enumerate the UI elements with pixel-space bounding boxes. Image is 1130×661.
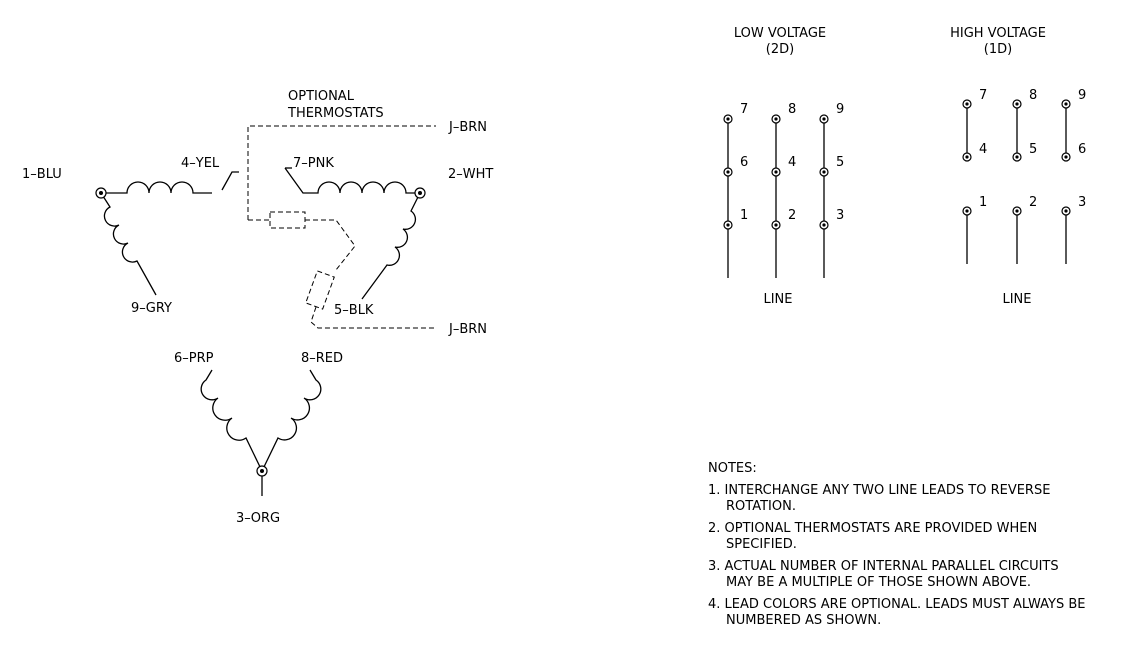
lv-terminal-label-6: 6	[740, 155, 748, 170]
lv-terminal-label-4: 4	[788, 155, 796, 170]
hv-terminal-label-9: 9	[1078, 88, 1086, 103]
note-1-line-2: ROTATION.	[726, 499, 796, 514]
note-3-line-2: MAY BE A MULTIPLE OF THOSE SHOWN ABOVE.	[726, 575, 1031, 590]
note-3-line-1: 3. ACTUAL NUMBER OF INTERNAL PARALLEL CI…	[708, 559, 1059, 574]
lead-label-9-gry: 9–GRY	[131, 301, 172, 316]
terminal-3	[256, 465, 268, 477]
lv-terminal-label-8: 8	[788, 102, 796, 117]
lv-terminal-label-2: 2	[788, 208, 796, 223]
lv-terminal-label-3: 3	[836, 208, 844, 223]
hv-terminal-label-3: 3	[1078, 195, 1086, 210]
lead-label-3-org: 3–ORG	[236, 511, 280, 526]
lead-label-7-pnk: 7–PNK	[293, 156, 334, 171]
note-2-line-1: 2. OPTIONAL THERMOSTATS ARE PROVIDED WHE…	[708, 521, 1037, 536]
lead-label-jbrn-bottom: J–BRN	[448, 322, 487, 337]
lead-label-1-blu: 1–BLU	[22, 167, 62, 182]
terminal-2	[414, 187, 426, 199]
terminal-1	[95, 187, 107, 199]
high-voltage-title: HIGH VOLTAGE	[950, 26, 1046, 41]
lead-label-2-wht: 2–WHT	[448, 167, 493, 182]
thermostats-label-line2: THERMOSTATS	[287, 106, 384, 121]
lv-terminals	[723, 114, 829, 230]
lead-label-jbrn-top: J–BRN	[448, 120, 487, 135]
notes: NOTES: 1. INTERCHANGE ANY TWO LINE LEADS…	[708, 461, 1085, 628]
coil-7-2	[284, 167, 420, 194]
lv-terminal-label-5: 5	[836, 155, 844, 170]
lead-label-8-red: 8–RED	[301, 351, 343, 366]
lead-label-4-yel: 4–YEL	[181, 156, 220, 171]
lead-label-6-prp: 6–PRP	[174, 351, 214, 366]
coil-2-5	[361, 192, 421, 300]
hv-terminal-label-5: 5	[1029, 142, 1037, 157]
lv-terminal-label-1: 1	[740, 208, 748, 223]
coil-8-3	[261, 369, 322, 472]
high-voltage-line-label: LINE	[1002, 292, 1031, 307]
thermostat-wire-bottom	[310, 306, 436, 329]
low-voltage-subtitle: (2D)	[766, 42, 794, 57]
thermostats-label-line1: OPTIONAL	[288, 89, 355, 104]
lv-terminal-label-7: 7	[740, 102, 748, 117]
coil-1-4	[101, 181, 212, 194]
hv-terminal-label-8: 8	[1029, 88, 1037, 103]
high-voltage-connection: HIGH VOLTAGE (1D) 7 8 9 4 5 6 1 2 3 LINE	[950, 26, 1086, 307]
hv-terminal-label-6: 6	[1078, 142, 1086, 157]
low-voltage-title: LOW VOLTAGE	[734, 26, 826, 41]
hv-terminal-label-7: 7	[979, 88, 987, 103]
hv-terminal-label-4: 4	[979, 142, 987, 157]
thermostat-2	[305, 270, 335, 310]
lv-terminal-label-9: 9	[836, 102, 844, 117]
thermostat-wire-top	[247, 125, 436, 220]
hv-terminal-label-1: 1	[979, 195, 987, 210]
coil-1-9	[100, 192, 157, 296]
note-2-line-2: SPECIFIED.	[726, 537, 797, 552]
note-4-line-1: 4. LEAD COLORS ARE OPTIONAL. LEADS MUST …	[708, 597, 1085, 612]
hv-terminals	[962, 99, 1071, 216]
low-voltage-connection: LOW VOLTAGE (2D) 7 8 9 6 4 5 1 2 3 LINE	[723, 26, 844, 307]
thermostat-1	[269, 211, 306, 229]
thermostat-wire-mid	[248, 219, 356, 271]
note-4-line-2: NUMBERED AS SHOWN.	[726, 613, 881, 628]
notes-heading: NOTES:	[708, 461, 757, 476]
lead-4-tail	[221, 171, 239, 191]
low-voltage-line-label: LINE	[763, 292, 792, 307]
delta-schematic: OPTIONAL THERMOSTATS 1–BLU 4–YEL 7–PNK 2…	[22, 89, 493, 526]
high-voltage-subtitle: (1D)	[984, 42, 1012, 57]
hv-terminal-label-2: 2	[1029, 195, 1037, 210]
note-1-line-1: 1. INTERCHANGE ANY TWO LINE LEADS TO REV…	[708, 483, 1050, 498]
coil-6-3	[200, 369, 263, 472]
lead-label-5-blk: 5–BLK	[334, 303, 374, 318]
